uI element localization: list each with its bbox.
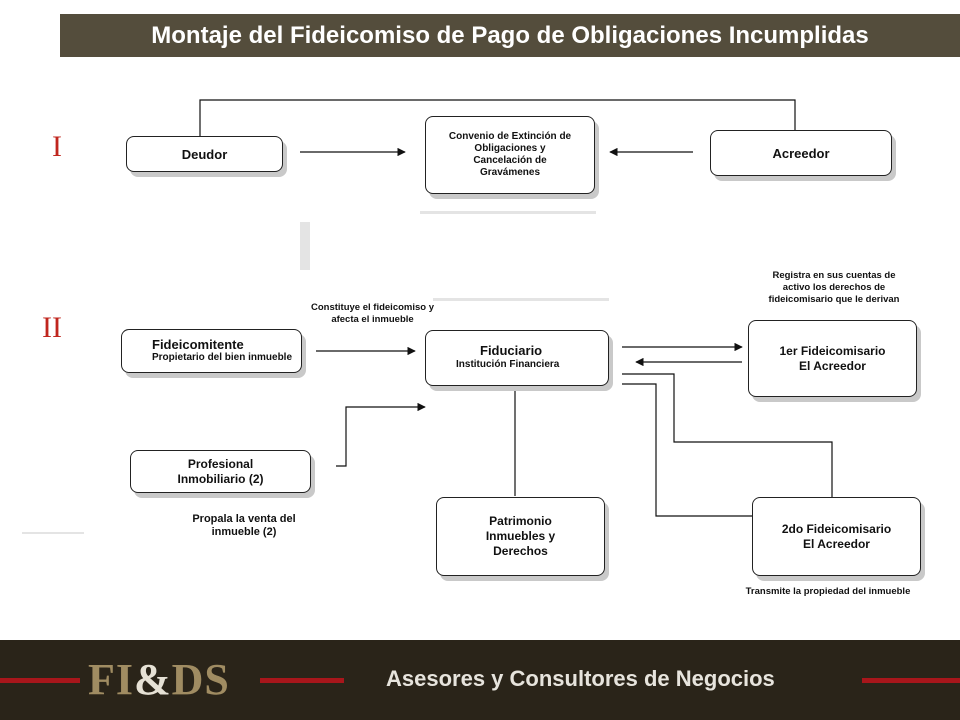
- connector-fiduciario-fideicomisario2-b: [622, 383, 752, 517]
- faint-mark: [420, 211, 596, 214]
- faint-mark: [300, 222, 310, 270]
- box-profesional: Profesional Inmobiliario (2): [130, 450, 311, 493]
- fideicomisario1-line2: El Acreedor: [799, 358, 866, 373]
- company-logo: FI&DS: [88, 655, 230, 705]
- logo-left: FI: [88, 655, 134, 704]
- note-transmite: Transmite la propiedad del inmueble: [745, 586, 911, 597]
- note-constituye: Constituye el fideicomiso y afecta el in…: [311, 302, 434, 325]
- box-fideicomisario-1: 1er Fideicomisario El Acreedor: [748, 320, 917, 397]
- fideicomisario2-line2: El Acreedor: [803, 536, 870, 551]
- page-title: Montaje del Fideicomiso de Pago de Oblig…: [151, 22, 869, 49]
- faint-mark: [433, 298, 609, 301]
- box-fiduciario: Fiduciario Institución Financiera: [425, 330, 609, 386]
- fiduciario-title: Fiduciario: [480, 343, 543, 358]
- arrow-profesional-fiduciario: [336, 402, 426, 467]
- box-fideicomitente: Fideicomitente Propietario del bien inmu…: [121, 329, 302, 373]
- footer-accent-line: [260, 678, 344, 683]
- fideicomisario2-line1: 2do Fideicomisario: [781, 521, 892, 536]
- note-propala: Propala la venta del inmueble (2): [192, 513, 296, 538]
- logo-right: DS: [171, 655, 230, 704]
- faint-mark: [22, 532, 84, 534]
- box-fideicomisario-2: 2do Fideicomisario El Acreedor: [752, 497, 921, 576]
- connector-fiduciario-fideicomisario2-a: [622, 373, 833, 498]
- fiduciario-subtitle: Institución Financiera: [456, 359, 560, 370]
- footer-accent-line: [862, 678, 960, 683]
- footer-accent-line: [0, 678, 80, 683]
- section-label-i: I: [52, 130, 62, 163]
- box-acreedor: Acreedor: [710, 130, 892, 176]
- box-convenio: Convenio de Extinción de Obligaciones y …: [425, 116, 595, 194]
- fideicomisario1-line1: 1er Fideicomisario: [779, 343, 886, 358]
- footer: [0, 640, 960, 720]
- logo-ampersand: &: [134, 655, 172, 704]
- connector-deudor-acreedor: [199, 99, 796, 136]
- fideicomitente-title: Fideicomitente: [152, 337, 244, 352]
- box-patrimonio: Patrimonio Inmuebles y Derechos: [436, 497, 605, 576]
- fideicomitente-subtitle: Propietario del bien inmueble: [152, 352, 293, 363]
- section-label-ii: II: [42, 311, 62, 344]
- box-deudor: Deudor: [126, 136, 283, 172]
- note-registra: Registra en sus cuentas de activo los de…: [768, 270, 900, 305]
- footer-tagline: Asesores y Consultores de Negocios: [386, 666, 775, 691]
- title-bar: Montaje del Fideicomiso de Pago de Oblig…: [60, 14, 960, 57]
